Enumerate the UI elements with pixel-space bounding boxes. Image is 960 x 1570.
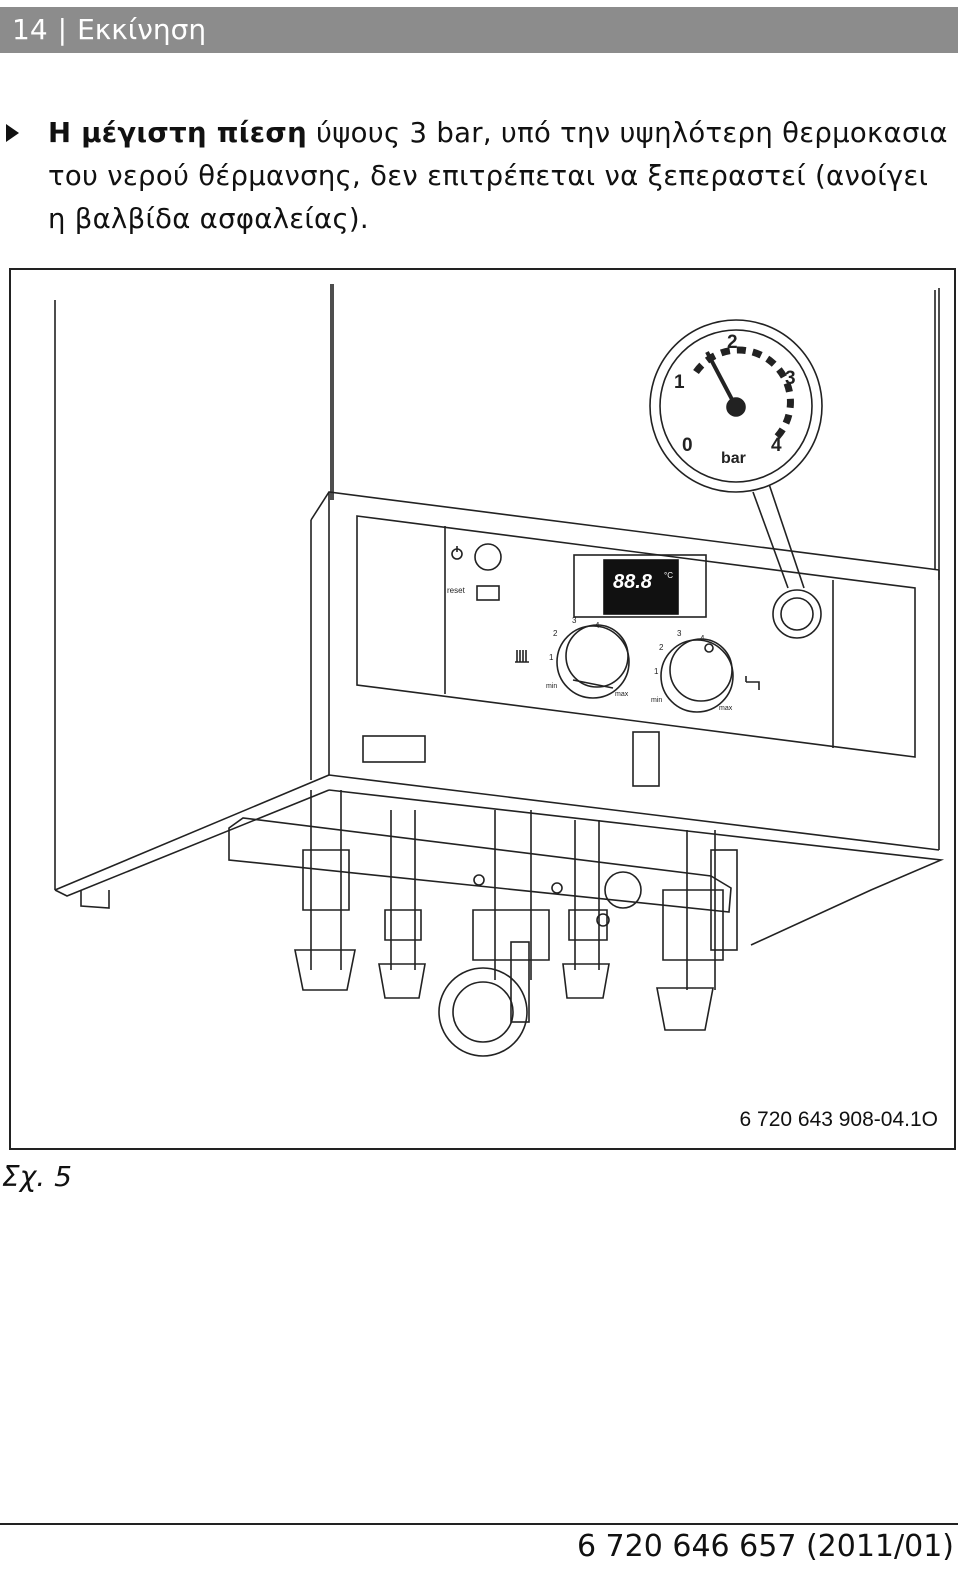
instruction-text: Η μέγιστη πίεση ύψους 3 bar, υπό την υψη… [48, 112, 950, 241]
gauge-unit: bar [721, 450, 746, 467]
svg-text:1: 1 [654, 667, 659, 676]
svg-text:max: max [615, 691, 629, 698]
boiler-illustration: reset 88.8 °C 1 2 3 4 min max 1 2 3 4 [54, 284, 945, 1057]
document-number: 6 720 646 657 (2011/01) [576, 1529, 954, 1564]
drawing-code: 6 720 643 908-04.1O [739, 1108, 939, 1131]
instruction-body: ύψους 3 bar, υπό την υψηλότερη θερμοκασι… [48, 117, 948, 235]
svg-text:min: min [651, 697, 662, 704]
instruction-bold-lead: Η μέγιστη πίεση [48, 117, 307, 149]
temperature-display [603, 559, 679, 615]
gauge-tick-2: 2 [727, 332, 738, 353]
figure-caption: Σχ. 5 [2, 1160, 72, 1193]
svg-text:3: 3 [572, 616, 577, 625]
section-title: Εκκίνηση [77, 13, 207, 46]
header-separator: | [57, 13, 68, 46]
svg-text:4: 4 [700, 634, 705, 643]
hot-water-temperature-knob: 1 2 3 4 min max [651, 629, 760, 713]
display-readout: 88.8 [613, 571, 653, 593]
page-number: 14 [12, 13, 48, 46]
bullet-arrow-icon [6, 124, 19, 142]
boiler-figure: reset 88.8 °C 1 2 3 4 min max 1 2 3 4 [9, 268, 956, 1150]
gauge-tick-1: 1 [674, 372, 685, 393]
page-header: 14 | Εκκίνηση [0, 7, 958, 53]
svg-text:min: min [546, 683, 557, 690]
instruction-bullet: Η μέγιστη πίεση ύψους 3 bar, υπό την υψη… [0, 112, 958, 241]
footer-divider [0, 1523, 958, 1525]
pressure-gauge-callout: 0 1 2 3 4 bar [649, 319, 823, 493]
reset-label: reset [447, 586, 466, 595]
svg-text:max: max [719, 705, 733, 712]
display-unit: °C [664, 571, 673, 580]
svg-text:2: 2 [659, 643, 664, 652]
gauge-tick-0: 0 [682, 435, 693, 456]
pipe-connections [294, 790, 738, 1057]
gauge-tick-4: 4 [771, 435, 782, 456]
svg-text:1: 1 [549, 653, 554, 662]
svg-text:4: 4 [595, 621, 600, 630]
svg-text:3: 3 [677, 629, 682, 638]
svg-text:2: 2 [553, 629, 558, 638]
heating-temperature-knob: 1 2 3 4 min max [515, 616, 630, 699]
gauge-tick-3: 3 [785, 368, 796, 389]
